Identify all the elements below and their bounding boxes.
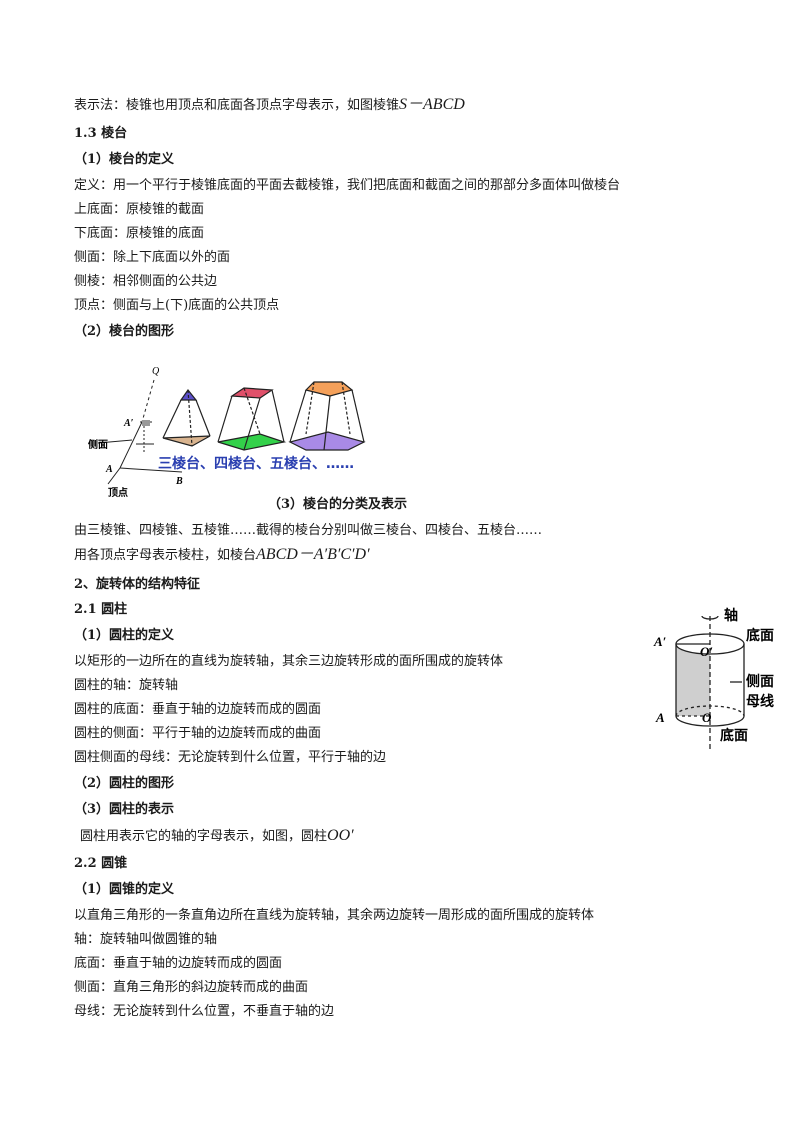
cyl-label-a-prime: A′	[653, 634, 667, 649]
cone-generatrix: 母线：无论旋转到什么位置，不垂直于轴的边	[74, 1004, 335, 1019]
frustum-vertex: 顶点：侧面与上(下)底面的公共顶点	[74, 298, 280, 313]
cyl-label-side: 侧面	[746, 673, 774, 690]
cyl-label-generatrix: 母线	[746, 693, 774, 710]
label-a-prime: A′	[123, 418, 134, 429]
cylinder-base: 圆柱的底面：垂直于轴的边旋转而成的圆面	[74, 702, 322, 717]
cylinder-definition: 以矩形的一边所在的直线为旋转轴，其余三边旋转形成的面所围成的旋转体	[74, 654, 504, 669]
cone-definition-heading: （1）圆锥的定义	[74, 882, 175, 897]
label-a: A	[105, 464, 113, 475]
triangular-frustum	[162, 388, 211, 447]
cyl-label-bottom-base: 底面	[720, 727, 748, 744]
frustum-definition-heading: （1）棱台的定义	[74, 152, 175, 167]
frustum-figure-heading: （2）棱台的图形	[74, 324, 175, 339]
frustum-notation-text: 用各顶点字母表示棱柱，如棱台	[74, 548, 257, 563]
pent-base-face	[288, 431, 366, 451]
pyramid-notation-text: 表示法：棱锥也用顶点和底面各顶点字母表示，如图棱锥	[74, 98, 400, 113]
quad-top-face	[230, 387, 274, 399]
frustum-notation-line: 用各顶点字母表示棱柱，如棱台ABCD－A′B′C′D′	[74, 546, 370, 565]
frustum-caption: 三棱台、四棱台、五棱台、……	[158, 455, 354, 472]
pyramid-notation-line: 表示法：棱锥也用顶点和底面各顶点字母表示，如图棱锥S－ABCD	[74, 96, 465, 115]
frustum-figure: Q A′ 侧面 A B 顶点 三棱台、四棱台、五棱台、……	[88, 366, 366, 499]
section-1-3-heading: 1.3 棱台	[74, 126, 128, 141]
cyl-label-o-prime: O′	[700, 644, 713, 659]
frustum-section-mark	[142, 420, 150, 426]
quadrilateral-frustum	[217, 387, 287, 451]
cyl-label-top-base: 底面	[746, 627, 774, 644]
section-2-1-heading: 2.1 圆柱	[74, 602, 128, 617]
pent-top-face	[304, 381, 354, 397]
cylinder-figure: 轴 底面 A′ O′ 侧面 母线 A O 底面	[653, 607, 774, 750]
cone-base: 底面：垂直于轴的边旋转而成的圆面	[74, 956, 283, 971]
cylinder-axis: 圆柱的轴：旋转轴	[74, 678, 179, 693]
cyl-label-o: O	[702, 710, 712, 725]
axis-rotation-arrow	[701, 615, 719, 620]
frustum-top-base: 上底面：原棱锥的截面	[74, 202, 205, 217]
frustum-classification-heading: （3）棱台的分类及表示	[268, 497, 408, 512]
frustum-lateral-edge: 侧棱：相邻侧面的公共边	[74, 274, 218, 289]
cone-lateral: 侧面：直角三角形的斜边旋转而成的曲面	[74, 980, 309, 995]
cylinder-notation-text: 圆柱用表示它的轴的字母表示，如图，圆柱	[80, 829, 328, 844]
frustum-notation-math: ABCD－A′B′C′D′	[256, 546, 370, 563]
pyramid-notation-math: S－ABCD	[399, 96, 465, 113]
cyl-label-axis: 轴	[724, 607, 738, 624]
cyl-label-a: A	[655, 710, 665, 725]
cylinder-shaded-section	[676, 644, 710, 716]
cylinder-notation-math: OO′	[327, 827, 354, 844]
section-2-2-heading: 2.2 圆锥	[74, 856, 128, 871]
quad-base-face	[217, 433, 287, 451]
frustum-definition: 定义：用一个平行于棱锥底面的平面去截棱锥，我们把底面和截面之间的那部分多面体叫做…	[74, 178, 621, 193]
cylinder-definition-heading: （1）圆柱的定义	[74, 628, 175, 643]
cylinder-generatrix: 圆柱侧面的母线：无论旋转到什么位置，平行于轴的边	[74, 750, 387, 765]
pentagonal-frustum	[288, 381, 366, 451]
cylinder-figure-heading: （2）圆柱的图形	[74, 776, 175, 791]
section-2-heading: 2、旋转体的结构特征	[74, 577, 201, 592]
label-q: Q	[152, 366, 160, 377]
cone-definition: 以直角三角形的一条直角边所在直线为旋转轴，其余两边旋转一周形成的面所围成的旋转体	[74, 908, 595, 923]
frustum-classification: 由三棱锥、四棱锥、五棱锥……截得的棱台分别叫做三棱台、四棱台、五棱台……	[74, 523, 543, 538]
cylinder-notation-line: 圆柱用表示它的轴的字母表示，如图，圆柱OO′	[80, 827, 354, 846]
cylinder-notation-heading: （3）圆柱的表示	[74, 802, 175, 817]
cylinder-body	[675, 615, 745, 750]
frustum-lateral-face: 侧面：除上下底面以外的面	[74, 250, 231, 265]
frustum-bottom-base: 下底面：原棱锥的底面	[74, 226, 205, 241]
label-vertex: 顶点	[108, 486, 128, 499]
cylinder-lateral: 圆柱的侧面：平行于轴的边旋转而成的曲面	[74, 726, 322, 741]
cone-axis: 轴：旋转轴叫做圆锥的轴	[74, 932, 218, 947]
tri-base-face	[162, 435, 211, 447]
label-side: 侧面	[88, 438, 108, 451]
label-b: B	[175, 476, 183, 487]
